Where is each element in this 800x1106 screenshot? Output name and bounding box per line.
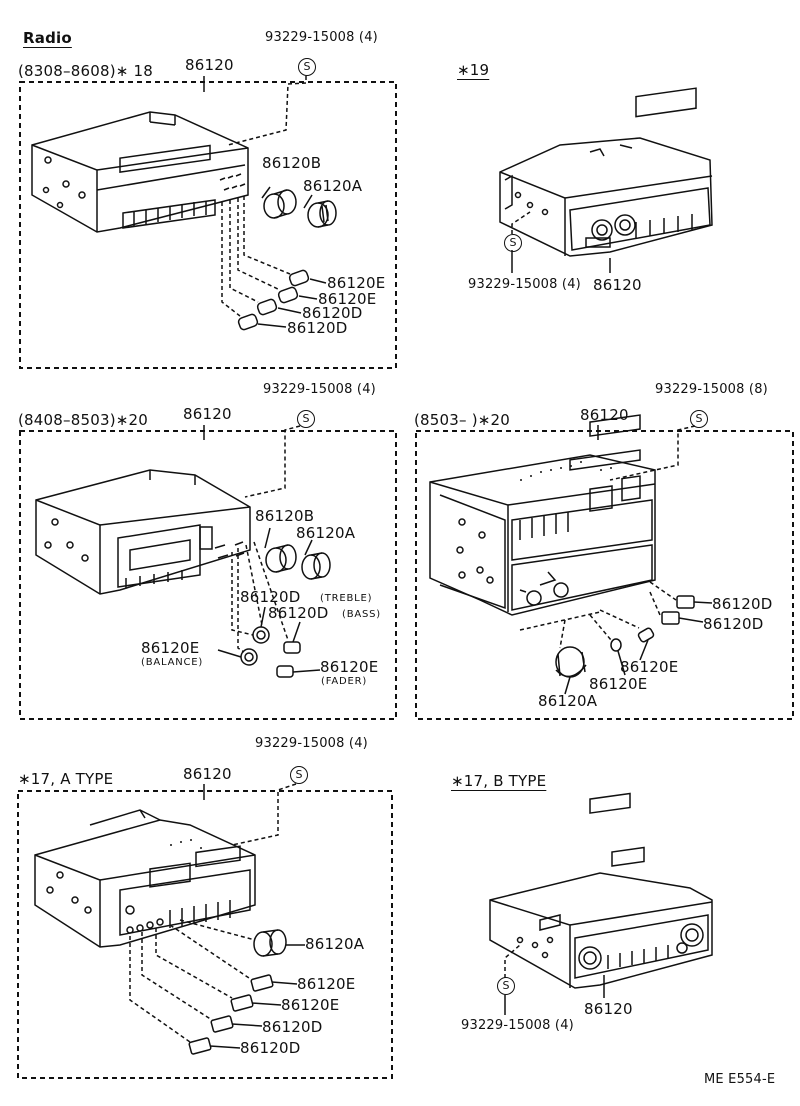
panel-e-small-caps xyxy=(188,974,274,1055)
panel-a-part-number: 86120 xyxy=(185,56,234,74)
panel-f-screw-symbol: S xyxy=(497,977,515,995)
panel-a-knob-a xyxy=(307,200,337,228)
panel-a-screw-leader xyxy=(227,76,307,146)
panel-a-radio-unit xyxy=(31,111,249,233)
panel-c-radio-unit xyxy=(35,469,251,595)
panel-e-btn-d2-label: 86120D xyxy=(240,1039,301,1057)
panel-f-radio-unit xyxy=(489,792,713,989)
panel-c-small-caps xyxy=(240,626,301,678)
panel-c-treble-note: (TREBLE) xyxy=(320,593,373,604)
panel-d-knob-a-label: 86120A xyxy=(538,692,598,710)
panel-e-knob-a-label: 86120A xyxy=(305,935,365,953)
panel-a-date-range: (8308–8608)∗ 18 xyxy=(18,62,153,80)
panel-c-knob-b xyxy=(265,544,297,573)
panel-e-frame xyxy=(17,790,393,1079)
panel-e-btn-d1-label: 86120D xyxy=(262,1018,323,1036)
panel-a-btn-d2-label: 86120D xyxy=(287,319,348,337)
panel-d-btn-d1-label: 86120D xyxy=(712,595,773,613)
panel-d-knob-a xyxy=(555,646,587,678)
panel-e-radio-unit xyxy=(34,809,256,948)
panel-e-screw-part: 93229-15008 (4) xyxy=(255,736,368,751)
panel-c-bass-note: (BASS) xyxy=(342,609,381,620)
panel-e-cap-leaders xyxy=(129,919,256,1043)
panel-c-frame xyxy=(19,430,397,720)
panel-c-bass-part: 86120D xyxy=(268,604,329,622)
panel-a-frame xyxy=(19,81,397,369)
panel-a-knob-a-label: 86120A xyxy=(303,177,363,195)
panel-c-screw-part: 93229-15008 (4) xyxy=(263,382,376,397)
footer-code: ME E554-E xyxy=(704,1072,776,1087)
panel-a-btn-e2-label: 86120E xyxy=(318,290,377,308)
panel-e-screw-leader xyxy=(231,783,297,846)
panel-a-btn-e1-label: 86120E xyxy=(327,274,386,292)
panel-e-knob-a xyxy=(253,929,287,957)
panel-a-cap-leaders xyxy=(221,196,291,317)
page-title: Radio xyxy=(23,29,72,47)
panel-b-screw-part: 93229-15008 (4) xyxy=(468,277,581,292)
panel-e-title: ∗17, A TYPE xyxy=(18,770,114,788)
panel-d-screw-part: 93229-15008 (8) xyxy=(655,382,768,397)
panel-b-radio-unit xyxy=(499,87,713,257)
panel-b-screw-leader xyxy=(511,211,531,234)
panel-b-part-number: 86120 xyxy=(593,276,642,294)
panel-d-cap-leaders xyxy=(519,581,677,649)
panel-d-screw-leader xyxy=(609,425,696,481)
panel-f-title: ∗17, B TYPE xyxy=(451,772,547,790)
panel-c-screw-leader xyxy=(244,425,301,498)
panel-e-btn-e1-label: 86120E xyxy=(297,975,356,993)
panel-d-radio-unit xyxy=(429,414,656,616)
panel-c-date-range: (8408–8503)∗20 xyxy=(18,411,149,429)
panel-a-small-caps xyxy=(237,269,310,331)
panel-d-date-range: (8503– )∗20 xyxy=(414,411,511,429)
panel-d-small-caps xyxy=(610,595,695,652)
panel-d-btn-d2-label: 86120D xyxy=(703,615,764,633)
panel-c-balance-part: 86120E xyxy=(141,639,200,657)
panel-c-balance-note: (BALANCE) xyxy=(141,657,204,668)
panel-a-knob-b xyxy=(263,189,297,219)
panel-b-screw-symbol: S xyxy=(504,234,522,252)
panel-d-screw-symbol: S xyxy=(690,410,708,428)
panel-c-cap-leaders xyxy=(231,541,289,653)
panel-f-screw-part: 93229-15008 (4) xyxy=(461,1018,574,1033)
panel-c-knob-a xyxy=(301,552,331,580)
panel-f-part-number: 86120 xyxy=(584,1000,633,1018)
panel-c-part-number: 86120 xyxy=(183,405,232,423)
panel-a-screw-symbol: S xyxy=(298,58,316,76)
panel-c-fader-note: (FADER) xyxy=(321,676,368,687)
panel-e-btn-e2-label: 86120E xyxy=(281,996,340,1014)
panel-a-screw-part: 93229-15008 (4) xyxy=(265,30,378,45)
panel-d-btn-e2-label: 86120E xyxy=(589,675,648,693)
panel-c-screw-symbol: S xyxy=(297,410,315,428)
panel-c-fader-part: 86120E xyxy=(320,658,379,676)
panel-c-knob-b-label: 86120B xyxy=(255,507,315,525)
panel-e-part-number: 86120 xyxy=(183,765,232,783)
panel-a-btn-d1-label: 86120D xyxy=(302,304,363,322)
panel-b-title: ∗19 xyxy=(457,61,490,79)
panel-e-screw-symbol: S xyxy=(290,766,308,784)
panel-d-btn-e1-label: 86120E xyxy=(620,658,679,676)
panel-c-knob-a-label: 86120A xyxy=(296,524,356,542)
panel-a-knob-b-label: 86120B xyxy=(262,154,322,172)
